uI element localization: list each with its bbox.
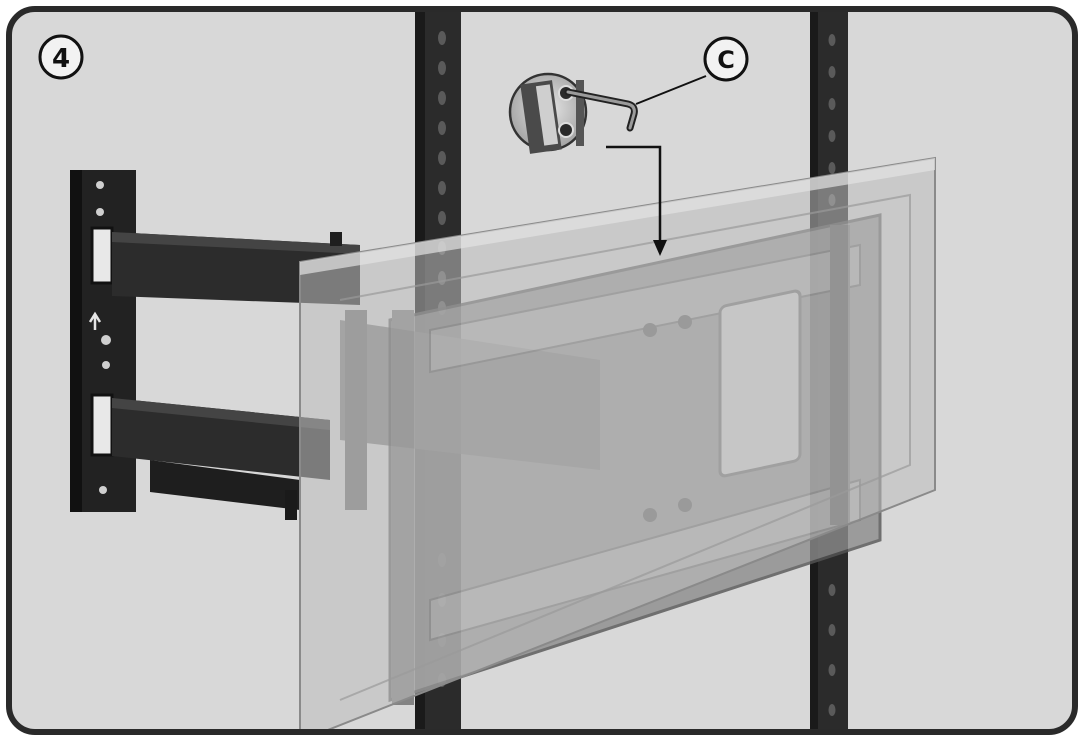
callout-letter: C bbox=[717, 46, 735, 74]
up-arrow-icon bbox=[88, 311, 102, 330]
step-number: 4 bbox=[52, 44, 70, 74]
lower-arm bbox=[112, 398, 330, 520]
wall-plate bbox=[70, 170, 136, 512]
panel-border bbox=[6, 6, 1078, 735]
step-badge: 4 bbox=[38, 34, 84, 80]
allen-key-icon bbox=[564, 88, 638, 132]
tv-panel bbox=[299, 156, 936, 732]
callout-c: C bbox=[703, 36, 749, 82]
upper-arm bbox=[112, 232, 360, 305]
callout-leader-line bbox=[635, 75, 707, 105]
pointer-arrow bbox=[606, 145, 667, 256]
